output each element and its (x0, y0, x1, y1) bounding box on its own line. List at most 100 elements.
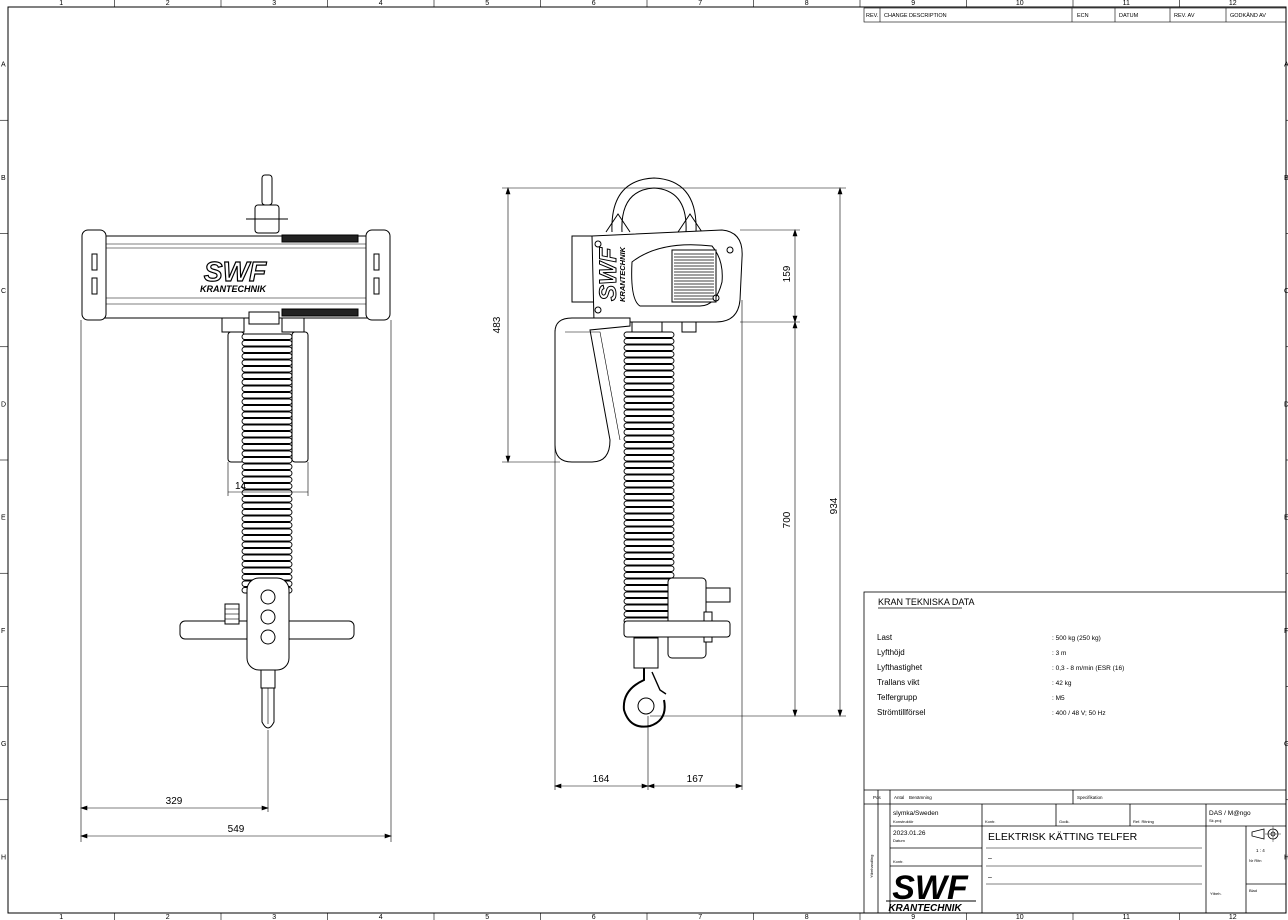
side-motor-body (571, 229, 743, 323)
project-label: Sk.proj (1209, 818, 1222, 823)
front-view: SWF KRANTECHNIK (81, 174, 391, 729)
side-label: Ytbehandling (869, 855, 874, 878)
dim-inner-width: 14 (235, 481, 247, 492)
column-marker-bottom-11: 11 (1123, 914, 1130, 920)
side-view: SWF KRANTECHNIK (554, 177, 743, 728)
dim-hook-offset: 329 (166, 796, 183, 807)
row-marker-right-C: C (1284, 288, 1288, 295)
side-suspension-loop (605, 177, 703, 233)
kontr-label-2: Kontr. (985, 819, 995, 824)
column-marker-top-7: 7 (698, 0, 702, 7)
row-marker-left-G: G (1, 741, 6, 748)
tech-row-label: Telfergrupp (877, 693, 918, 702)
pos-label: Pos (873, 795, 882, 800)
godkand-av-header: GODKÄND AV (1230, 12, 1266, 19)
tech-row-label: Strömtillförsel (877, 708, 926, 717)
row-marker-right-A: A (1284, 62, 1288, 69)
tech-row-label: Last (877, 633, 893, 642)
column-marker-top-8: 8 (805, 0, 809, 7)
tech-row-label: Lyfthastighet (877, 663, 923, 672)
column-marker-bottom-9: 9 (911, 914, 915, 920)
project-value: DAS / M@ngo (1209, 810, 1251, 817)
side-logo-swf: SWF (595, 246, 622, 301)
drawing-no-label: Nr Ritn (1249, 858, 1261, 863)
dim-overall-width: 549 (228, 824, 245, 835)
title-block-text: Pos Antal Benämning Specifikation slymka… (869, 795, 1265, 896)
tech-data-title: KRAN TEKNISKA DATA (878, 597, 975, 607)
dim-body-height: 159 (782, 265, 793, 282)
side-chain-bag (554, 317, 631, 463)
rev-av-header: REV. AV (1174, 13, 1195, 19)
sheet-label: Blad (1249, 888, 1257, 893)
projection-symbol-icon (1251, 826, 1281, 842)
row-marker-right-B: B (1284, 175, 1288, 182)
designer-value: slymka/Sweden (893, 810, 939, 817)
ytbeh-label: Ytbeh. (1210, 891, 1222, 896)
column-marker-bottom-1: 1 (59, 914, 63, 920)
dim-travel-height: 700 (782, 511, 793, 528)
column-marker-bottom-3: 3 (272, 914, 276, 920)
kontr-label: Kontr. (893, 859, 903, 864)
drawing-line-2: – (988, 855, 992, 862)
drawing-line-3: – (988, 874, 992, 881)
front-view-dimensions (80, 320, 392, 842)
column-marker-bottom-7: 7 (698, 914, 702, 920)
column-marker-top-11: 11 (1123, 0, 1130, 7)
date-value: 2023.01.26 (893, 830, 926, 837)
tech-row-value: : 42 kg (1052, 680, 1072, 687)
tech-row-value: : 3 m (1052, 650, 1066, 657)
dim-left-height: 483 (492, 316, 503, 333)
front-load-hook (260, 669, 276, 729)
front-control-pendant (179, 577, 355, 671)
column-marker-top-4: 4 (379, 0, 383, 7)
column-marker-top-12: 12 (1229, 0, 1237, 7)
column-marker-top-2: 2 (166, 0, 170, 7)
column-marker-top-9: 9 (911, 0, 915, 7)
designer-label: Konstruktör (893, 819, 914, 824)
row-marker-left-C: C (1, 288, 6, 295)
row-marker-left-A: A (1, 62, 6, 69)
company-logo: SWF KRANTECHNIK (886, 869, 976, 914)
tech-row-value: : M5 (1052, 695, 1065, 702)
logo-krantechnik: KRANTECHNIK (888, 903, 962, 914)
tech-row-label: Trallans vikt (877, 678, 920, 687)
godk-label: Godk. (1059, 819, 1070, 824)
title-block-frame (863, 591, 1287, 914)
tech-data-table: KRAN TEKNISKA DATA Last: 500 kg (250 kg)… (877, 597, 1124, 717)
side-cooling-grille (674, 253, 714, 300)
antal-label: Antal (894, 795, 904, 800)
datum-header: DATUM (1119, 13, 1139, 19)
row-marker-right-E: E (1284, 515, 1288, 522)
column-marker-bottom-6: 6 (592, 914, 596, 920)
column-marker-bottom-4: 4 (379, 914, 383, 920)
row-marker-left-F: F (1, 628, 5, 635)
tech-row-label: Lyfthöjd (877, 648, 905, 657)
row-marker-left-D: D (1, 401, 6, 408)
benamning-label: Benämning (909, 795, 932, 800)
front-motor-body (81, 229, 391, 321)
scale-value: 1 : 4 (1256, 848, 1265, 853)
dim-overall-height: 934 (829, 497, 840, 514)
column-marker-top-10: 10 (1016, 0, 1024, 7)
column-marker-bottom-10: 10 (1016, 914, 1024, 920)
side-control-cable-coil (623, 331, 675, 624)
side-logo-krantechnik: KRANTECHNIK (618, 246, 627, 302)
rev-header: REV. (866, 13, 879, 19)
row-marker-left-E: E (1, 515, 6, 522)
tech-row-value: : 400 / 48 V; 50 Hz (1052, 710, 1106, 717)
dim-right-depth: 167 (687, 774, 704, 785)
revision-table (863, 7, 1287, 23)
row-marker-right-D: D (1284, 401, 1288, 408)
side-brand-logo: SWF KRANTECHNIK (595, 246, 628, 302)
front-logo-krantechnik: KRANTECHNIK (200, 284, 267, 294)
side-view-dimensions (502, 187, 846, 790)
front-suspension-hook (246, 174, 288, 234)
column-marker-bottom-8: 8 (805, 914, 809, 920)
column-marker-bottom-2: 2 (166, 914, 170, 920)
tech-row-value: : 0,3 - 8 m/min (ESR (16) (1052, 665, 1124, 672)
row-marker-left-B: B (1, 175, 6, 182)
drawing-title: ELEKTRISK KÄTTING TELFER (988, 831, 1138, 843)
dim-left-depth: 164 (593, 774, 610, 785)
